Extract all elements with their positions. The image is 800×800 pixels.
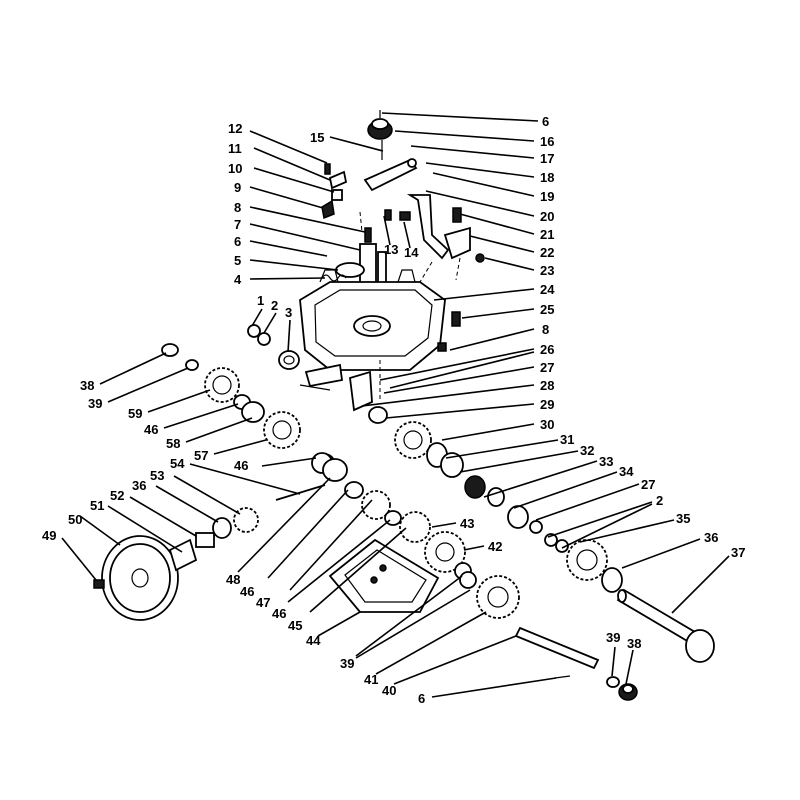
callout-37: 37: [731, 545, 745, 560]
callout-48: 48: [226, 572, 240, 587]
housing-small-parts: [247, 324, 373, 412]
callout-46-c: 46: [240, 584, 254, 599]
pulley-assembly: [93, 507, 259, 621]
alignment-lines: [359, 211, 461, 400]
callout-39-bottom: 39: [340, 656, 354, 671]
callout-10: 10: [228, 161, 242, 176]
callout-46-b: 46: [234, 458, 248, 473]
callout-44: 44: [306, 633, 321, 648]
callout-27-top: 27: [540, 360, 554, 375]
callout-45: 45: [288, 618, 302, 633]
callout-24: 24: [540, 282, 555, 297]
callout-2-left: 2: [271, 298, 278, 313]
lower-gears: [399, 511, 477, 589]
cross-shaft: [476, 575, 600, 679]
callout-8-right: 8: [542, 322, 549, 337]
callout-21: 21: [540, 227, 554, 242]
callout-19: 19: [540, 189, 554, 204]
callout-32: 32: [580, 443, 594, 458]
callout-6-top: 6: [542, 114, 549, 129]
leader-lines: [61, 112, 730, 698]
callout-16: 16: [540, 134, 554, 149]
bracket: [443, 207, 485, 263]
callout-36-left: 36: [132, 478, 146, 493]
callout-46-d: 46: [272, 606, 286, 621]
lower-cover: [328, 538, 440, 613]
middle-pinions: [275, 452, 402, 526]
callout-12: 12: [228, 121, 242, 136]
callout-59: 59: [128, 406, 142, 421]
callout-5: 5: [234, 253, 241, 268]
callout-54: 54: [170, 456, 185, 471]
callout-39-right: 39: [606, 630, 620, 645]
callout-3: 3: [285, 305, 292, 320]
callout-58: 58: [166, 436, 180, 451]
callout-52: 52: [110, 488, 124, 503]
callout-2-right: 2: [656, 493, 663, 508]
callout-41: 41: [364, 672, 378, 687]
callout-22: 22: [540, 245, 554, 260]
callout-34: 34: [619, 464, 634, 479]
callout-39-left: 39: [88, 396, 102, 411]
callout-6-left: 6: [234, 234, 241, 249]
callout-49: 49: [42, 528, 56, 543]
shift-knob: [367, 110, 393, 160]
transmission-housing: [299, 269, 461, 371]
callout-23: 23: [540, 263, 554, 278]
callout-40: 40: [382, 683, 396, 698]
callout-26: 26: [540, 342, 554, 357]
callout-38-right: 38: [627, 636, 641, 651]
callout-38-left: 38: [80, 378, 94, 393]
callout-47: 47: [256, 595, 270, 610]
callout-20: 20: [540, 209, 554, 224]
callout-6-bottom: 6: [418, 691, 425, 706]
callout-36-right: 36: [704, 530, 718, 545]
callout-57: 57: [194, 448, 208, 463]
drive-axle: [616, 588, 715, 663]
callout-29: 29: [540, 397, 554, 412]
callout-7: 7: [234, 217, 241, 232]
callout-15: 15: [310, 130, 324, 145]
callout-18: 18: [540, 170, 554, 185]
callout-14: 14: [404, 245, 419, 260]
callout-43: 43: [460, 516, 474, 531]
callout-53: 53: [150, 468, 164, 483]
callout-31: 31: [560, 432, 574, 447]
callout-42: 42: [488, 539, 502, 554]
callout-27-right: 27: [641, 477, 655, 492]
callout-30: 30: [540, 417, 554, 432]
callout-4: 4: [234, 272, 242, 287]
callout-labels: 6 16 17 18 19 20 21 22 23 24 25 8 26 27 …: [42, 114, 745, 706]
callout-28: 28: [540, 378, 554, 393]
bottom-bushing: [606, 676, 638, 701]
callout-8-left: 8: [234, 200, 241, 215]
shifter-small-parts: [321, 163, 348, 220]
callout-1: 1: [257, 293, 264, 308]
callout-25: 25: [540, 302, 554, 317]
callout-13: 13: [384, 242, 398, 257]
callout-51: 51: [90, 498, 104, 513]
callout-35: 35: [676, 511, 690, 526]
callout-50: 50: [68, 512, 82, 527]
callout-9: 9: [234, 180, 241, 195]
callout-46-a: 46: [144, 422, 158, 437]
part-drawings: [93, 110, 715, 701]
shift-lever-arm: [363, 158, 450, 260]
main-shaft-gears: [368, 406, 623, 593]
callout-33: 33: [599, 454, 613, 469]
callout-11: 11: [228, 141, 242, 156]
callout-17: 17: [540, 151, 554, 166]
